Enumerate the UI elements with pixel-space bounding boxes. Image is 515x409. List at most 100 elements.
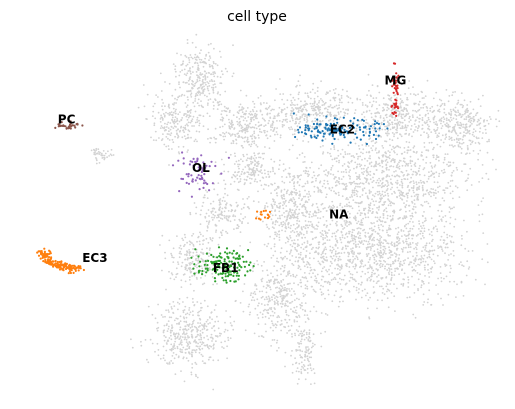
background-point <box>383 250 386 252</box>
background-point <box>214 141 217 144</box>
background-point <box>239 120 242 123</box>
background-point <box>221 229 224 232</box>
background-point <box>208 85 211 87</box>
background-point <box>426 123 429 126</box>
background-point <box>456 121 459 123</box>
background-point <box>283 181 286 184</box>
background-point <box>263 243 266 246</box>
background-point <box>194 95 197 98</box>
background-point <box>253 132 256 135</box>
background-point <box>286 99 289 102</box>
background-point <box>181 117 184 119</box>
background-point <box>252 266 254 269</box>
background-point <box>269 307 271 309</box>
background-point <box>448 95 451 97</box>
background-point <box>362 243 365 246</box>
background-point <box>175 108 177 111</box>
background-point <box>219 217 222 220</box>
background-point <box>371 212 373 215</box>
background-point <box>381 166 384 168</box>
background-point <box>444 123 446 126</box>
background-point <box>408 233 410 236</box>
background-point <box>276 349 278 352</box>
background-point <box>324 230 326 233</box>
background-point <box>356 222 358 225</box>
background-point <box>332 207 334 210</box>
background-point <box>285 115 287 118</box>
background-point <box>382 119 385 122</box>
background-point <box>294 293 296 295</box>
background-point <box>391 186 393 189</box>
background-point <box>287 212 290 215</box>
background-point <box>407 222 410 225</box>
background-point <box>332 248 335 251</box>
background-point <box>351 101 354 104</box>
background-point <box>185 338 188 341</box>
background-point <box>378 112 381 115</box>
background-point <box>315 202 318 205</box>
background-point <box>313 174 316 177</box>
background-point <box>203 94 206 97</box>
background-point <box>240 108 243 111</box>
background-point <box>196 55 199 58</box>
background-point <box>423 97 425 99</box>
background-point <box>227 216 230 219</box>
background-point <box>427 263 429 266</box>
background-point <box>390 271 393 274</box>
background-point <box>400 190 402 193</box>
background-point <box>486 243 489 245</box>
background-point <box>448 129 450 132</box>
background-point <box>449 185 452 188</box>
background-point <box>451 171 454 174</box>
background-point <box>210 312 213 314</box>
background-point <box>205 72 208 75</box>
background-point <box>320 284 322 287</box>
background-point <box>296 213 299 216</box>
background-point <box>366 122 369 125</box>
background-point <box>396 81 399 84</box>
background-point <box>398 81 401 84</box>
background-point <box>411 160 414 163</box>
background-point <box>220 213 223 216</box>
background-point <box>398 265 401 268</box>
background-point <box>415 251 418 254</box>
background-point <box>341 101 343 104</box>
background-point <box>213 62 215 65</box>
background-point <box>402 113 404 116</box>
background-point <box>399 121 402 124</box>
background-point <box>377 280 380 282</box>
background-point <box>399 216 401 219</box>
background-point <box>196 345 199 348</box>
background-point <box>172 301 175 303</box>
background-point <box>296 174 299 177</box>
background-point <box>348 270 351 273</box>
background-point <box>431 240 433 243</box>
background-point <box>430 217 433 220</box>
background-point <box>303 314 306 316</box>
background-point <box>476 137 478 140</box>
background-point <box>175 267 178 270</box>
background-point <box>317 191 320 193</box>
background-point <box>395 181 397 184</box>
background-point <box>326 174 329 177</box>
background-point <box>407 257 409 260</box>
background-point <box>201 355 204 358</box>
background-point <box>344 224 347 226</box>
background-point <box>382 213 385 215</box>
background-point <box>366 292 369 295</box>
background-point <box>368 207 371 210</box>
background-point <box>231 75 234 78</box>
background-point <box>316 95 319 98</box>
background-point <box>357 282 360 285</box>
background-point <box>296 230 298 233</box>
background-point <box>384 221 387 224</box>
background-point <box>387 257 390 260</box>
background-point <box>451 179 454 182</box>
background-point <box>272 121 275 124</box>
background-point <box>165 136 168 138</box>
background-point <box>274 250 277 253</box>
background-point <box>324 237 326 239</box>
background-point <box>482 94 484 97</box>
background-point <box>389 119 391 122</box>
background-point <box>341 234 344 237</box>
